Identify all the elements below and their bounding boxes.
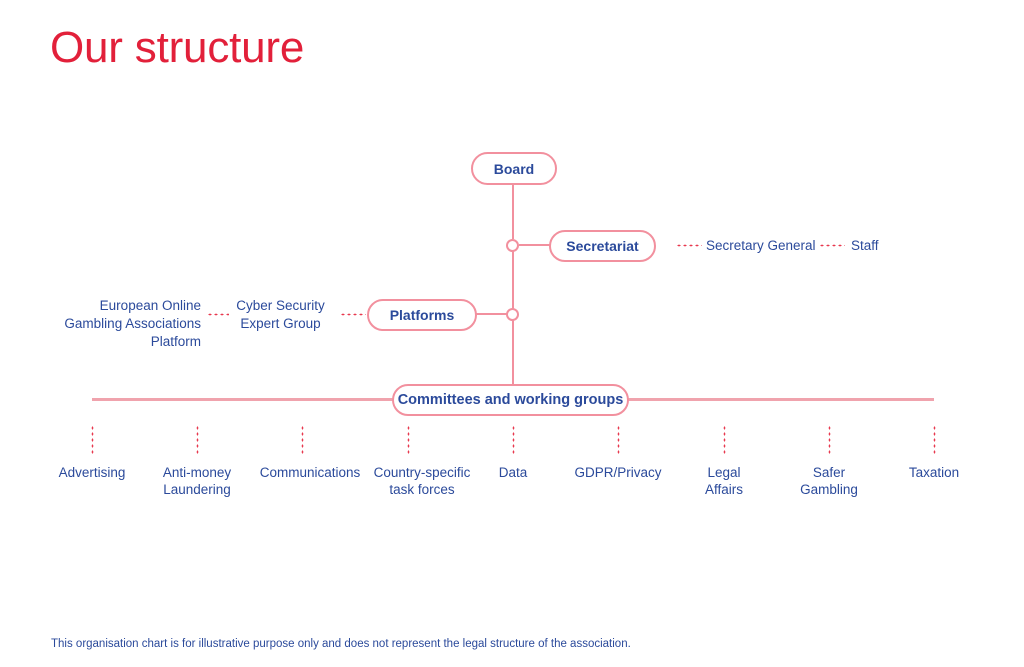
dropper-data	[512, 425, 515, 455]
footnote-disclaimer: This organisation chart is for illustrat…	[51, 638, 631, 650]
label-eoga-line-2: Gambling Associations	[64, 316, 201, 331]
dropper-gdpr-privacy	[617, 425, 620, 455]
dropper-legal-affairs	[723, 425, 726, 455]
committee-data[interactable]: Data	[498, 465, 528, 480]
committee-safer-line-2: Gambling	[800, 482, 858, 497]
label-cyber-security-line-1: Cyber Security	[236, 298, 325, 313]
dotted-connector-platforms-to-cyber-security	[340, 313, 366, 316]
connector-joint-to-secretariat	[519, 244, 551, 246]
committee-gdpr-privacy[interactable]: GDPR/Privacy	[574, 465, 662, 480]
committee-legal-line-2: Affairs	[704, 482, 743, 497]
committee-country-specific-task-forces[interactable]: Country-specific task forces	[352, 464, 492, 498]
committee-aml-line-1: Anti-money	[162, 465, 232, 480]
committee-taxation[interactable]: Taxation	[908, 465, 960, 480]
label-european-online-gambling-associations-platform: European Online Gambling Associations Pl…	[61, 297, 201, 351]
node-secretariat[interactable]: Secretariat	[549, 230, 656, 262]
label-cyber-security-expert-group: Cyber Security Expert Group	[231, 297, 330, 333]
connector-platforms-to-joint	[475, 313, 507, 315]
committee-legal-affairs[interactable]: Legal Affairs	[669, 464, 779, 498]
node-committees-and-working-groups[interactable]: Committees and working groups	[392, 384, 629, 416]
dropper-communications	[301, 425, 304, 455]
joint-secretariat	[506, 239, 519, 252]
trunk-board-to-secretariat	[512, 185, 514, 239]
dropper-country-specific-task-forces	[407, 425, 410, 455]
dotted-connector-secretary-general-to-staff	[819, 244, 845, 247]
dotted-connector-secretariat-to-secretary-general	[676, 244, 702, 247]
committee-communications[interactable]: Communications	[259, 465, 361, 480]
label-secretary-general: Secretary General	[706, 238, 816, 253]
committee-aml-line-2: Laundering	[163, 482, 231, 497]
dropper-taxation	[933, 425, 936, 455]
label-staff: Staff	[851, 238, 879, 253]
committee-safer-line-1: Safer	[812, 465, 846, 480]
dotted-connector-cyber-security-to-eoga	[207, 313, 229, 316]
trunk-secretariat-to-platforms	[512, 250, 514, 309]
committee-country-line-1: Country-specific	[373, 465, 471, 480]
label-eoga-line-3: Platform	[150, 334, 201, 349]
committee-safer-gambling[interactable]: Safer Gambling	[769, 464, 889, 498]
trunk-platforms-to-committees	[512, 320, 514, 386]
committee-advertising[interactable]: Advertising	[58, 465, 126, 480]
label-cyber-security-line-2: Expert Group	[240, 316, 321, 331]
node-board[interactable]: Board	[471, 152, 557, 185]
node-platforms[interactable]: Platforms	[367, 299, 477, 331]
page-title: Our structure	[50, 23, 305, 72]
dropper-safer-gambling	[828, 425, 831, 455]
dropper-anti-money-laundering	[196, 425, 199, 455]
committee-anti-money-laundering[interactable]: Anti-money Laundering	[137, 464, 257, 498]
label-eoga-line-1: European Online	[99, 298, 201, 313]
committee-legal-line-1: Legal	[707, 465, 741, 480]
joint-platforms	[506, 308, 519, 321]
dropper-advertising	[91, 425, 94, 455]
committee-country-line-2: task forces	[389, 482, 455, 497]
